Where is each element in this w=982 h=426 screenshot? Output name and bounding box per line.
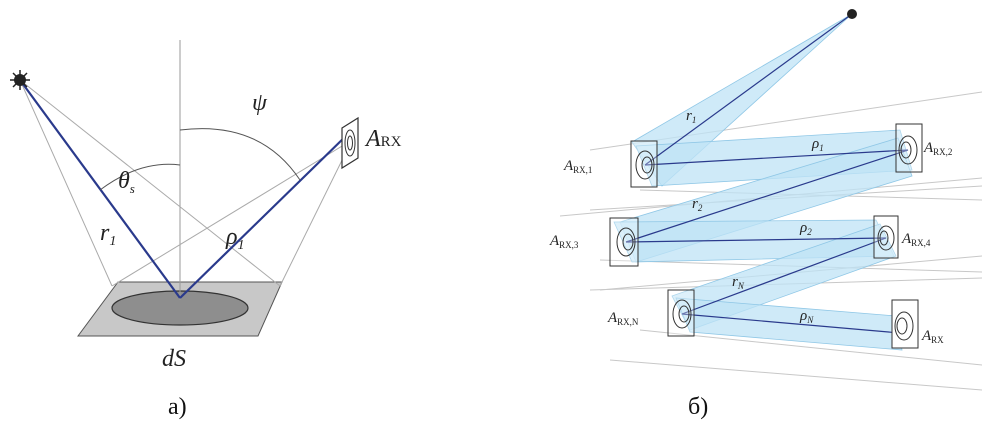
rho1-label: ρ1 xyxy=(225,224,245,253)
label-r2: r2 xyxy=(692,196,703,213)
receiver-rx-icon xyxy=(891,299,919,349)
ray-rho1 xyxy=(179,131,351,299)
label-arx1: ARX,1 xyxy=(563,158,592,175)
panel-b: ARX,1 ARX,2 ARX,3 ARX,4 ARX,N ARX r1 ρ1 … xyxy=(549,9,982,420)
beam-rhoN xyxy=(675,297,903,351)
label-arx4: ARX,4 xyxy=(901,231,931,248)
label-arxn: ARX,N xyxy=(607,310,639,327)
theta-arc xyxy=(99,163,181,191)
label-rhoN: ρN xyxy=(799,308,814,325)
arx-label: ARX xyxy=(364,126,402,152)
r1-label: r1 xyxy=(100,220,116,249)
caption-a: а) xyxy=(168,394,187,420)
theta-label: θs xyxy=(118,168,135,196)
receiver-cone xyxy=(111,139,353,287)
source-cone xyxy=(19,79,281,299)
receiver-rxn-icon xyxy=(667,289,695,337)
label-arx3: ARX,3 xyxy=(549,233,579,250)
ds-label: dS xyxy=(162,346,186,372)
source-icon xyxy=(847,9,857,19)
beams xyxy=(613,13,913,351)
panel-a: θs ψ r1 ρ1 ARX dS а) xyxy=(10,40,402,420)
label-rho2: ρ2 xyxy=(799,220,812,237)
label-r1: r1 xyxy=(686,108,696,125)
receiver-rx1-icon xyxy=(630,140,658,188)
beam-axes xyxy=(625,13,909,334)
receiver-rx2-icon xyxy=(895,123,923,173)
label-arx: ARX xyxy=(921,328,944,345)
psi-label: ψ xyxy=(252,90,268,116)
source-star-icon xyxy=(10,70,30,90)
label-arx2: ARX,2 xyxy=(923,140,952,157)
caption-b: б) xyxy=(688,394,708,420)
label-rN: rN xyxy=(732,274,745,291)
label-rho1: ρ1 xyxy=(811,136,824,153)
ray-r1 xyxy=(19,79,181,299)
receiver-rx4-icon xyxy=(873,215,899,259)
receiver-icon xyxy=(341,116,359,170)
psi-arc xyxy=(179,128,301,181)
receiver-rx3-icon xyxy=(609,217,639,267)
